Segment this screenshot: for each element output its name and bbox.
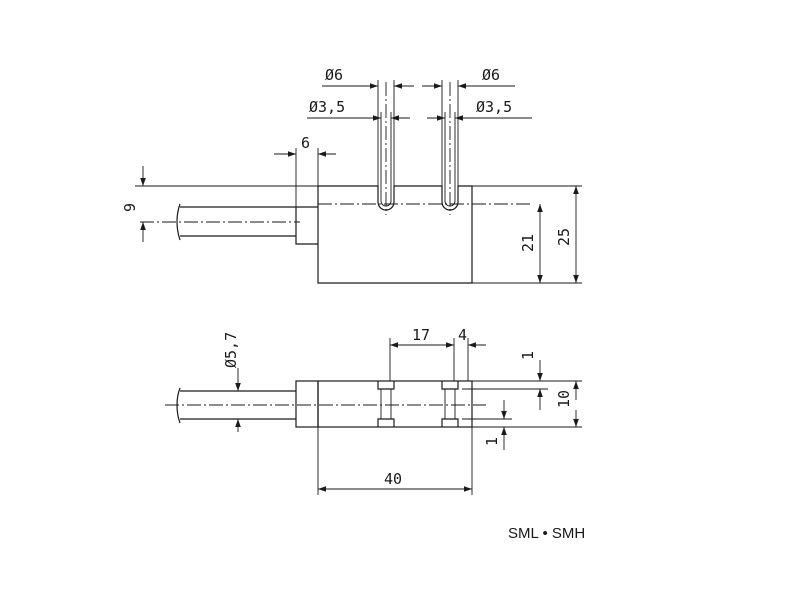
- dim-dia35-right: Ø3,5: [476, 98, 512, 116]
- dim-width-6: 6: [301, 134, 310, 152]
- dim-length-40: 40: [384, 470, 402, 488]
- top-strain-relief: [295, 206, 318, 245]
- dim-height-10: 10: [555, 390, 573, 408]
- dim-pitch-17: 17: [412, 326, 430, 344]
- side-view: [165, 338, 582, 495]
- top-cable: [180, 206, 296, 237]
- dim-dia6-right: Ø6: [482, 66, 500, 84]
- slot-inner: [380, 186, 456, 207]
- dim-dia35-left: Ø3,5: [309, 98, 345, 116]
- dim-dia-5-7: Ø5,7: [222, 332, 240, 368]
- side-strain-relief: [295, 380, 319, 428]
- top-view: [135, 80, 582, 284]
- top-body: [317, 185, 473, 284]
- dim-bottom-1: 1: [483, 437, 501, 446]
- side-slot-1: [377, 381, 395, 427]
- top-cable-break: [176, 203, 181, 241]
- dim-height-21: 21: [519, 234, 537, 252]
- model-caption: SML • SMH: [508, 525, 586, 542]
- dim-dia6-left: Ø6: [325, 66, 343, 84]
- side-cable-break: [176, 387, 181, 424]
- side-body: [317, 380, 473, 428]
- dim-height-25: 25: [555, 228, 573, 246]
- dim-height-9: 9: [121, 203, 139, 212]
- dim-slot-4: 4: [458, 326, 467, 344]
- side-slot-2: [441, 381, 459, 427]
- dim-top-1: 1: [519, 351, 537, 360]
